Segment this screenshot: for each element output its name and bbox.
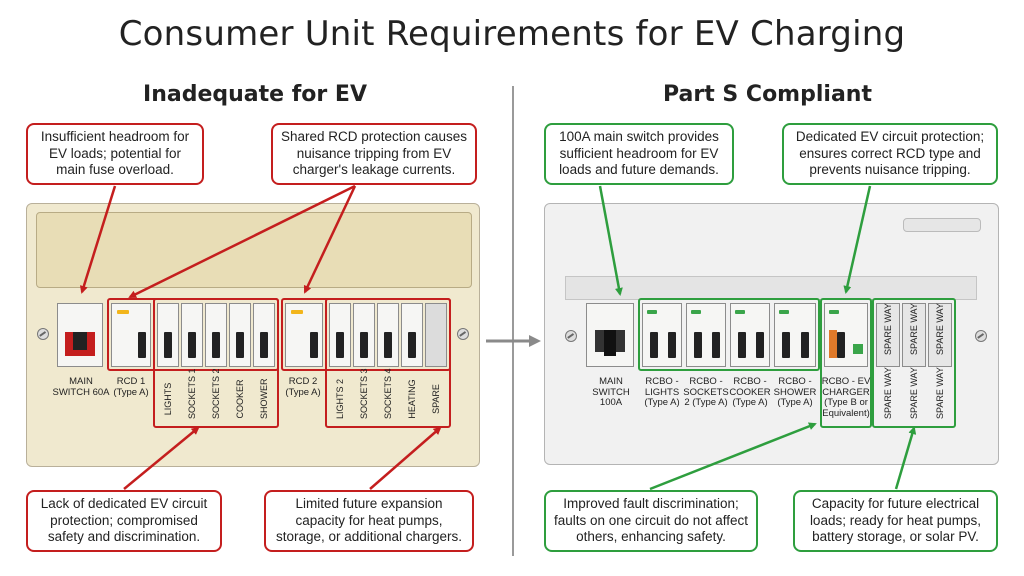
breaker-sockets4 [377,303,399,367]
spare-way-label: SPARE WAY [909,367,919,419]
main-switch-60a [57,303,103,367]
rcbo-lights [642,303,682,367]
circuit-label: SOCKETS 1 [187,368,197,419]
spare-way [876,303,900,367]
circuit-label: SPARE [431,384,441,414]
rcbo-group [638,298,820,371]
left-heading: Inadequate for EV [143,82,367,107]
spare-way [902,303,926,367]
rcd2-module [285,303,323,367]
callout-fault-discrimination: Improved fault discrimination; faults on… [544,490,758,552]
screw-icon [565,330,577,342]
rcbo-cooker [730,303,770,367]
rcbo-ev-label: RCBO - EV CHARGER (Type B or Equivalent) [821,376,871,419]
callout-future-capacity: Capacity for future electrical loads; re… [793,490,998,552]
spare-way-label: SPARE WAY [935,303,945,355]
rcd2-circuits-group [325,298,451,428]
screw-icon [975,330,987,342]
breaker-shower [253,303,275,367]
rcbo-label: RCBO - LIGHTS (Type A) [644,376,680,408]
breaker-sockets2 [205,303,227,367]
main-switch-label: MAIN SWITCH 60A [52,376,110,398]
center-divider [512,86,514,556]
consumer-unit-lid [36,212,472,288]
callout-headroom-insufficient: Insufficient headroom for EV loads; pote… [26,123,204,185]
main-switch-100a [586,303,634,367]
breaker-cooker [229,303,251,367]
rcd1-circuits-group [153,298,279,428]
breaker-heating [401,303,423,367]
breaker-lights2 [329,303,351,367]
circuit-label: SOCKETS 3 [359,368,369,419]
circuit-label: SHOWER [259,378,269,420]
circuit-label: LIGHTS [163,382,173,416]
main-switch-label: MAIN SWITCH 100A [592,376,630,408]
breaker-sockets1 [181,303,203,367]
spare-way-label: SPARE WAY [935,367,945,419]
breaker-spare [425,303,447,367]
rcd2-label: RCD 2 (Type A) [285,376,321,398]
rcbo-shower [774,303,816,367]
circuit-label: HEATING [407,379,417,419]
callout-dedicated-ev-protection: Dedicated EV circuit protection; ensures… [782,123,998,185]
panel-badge [903,218,981,232]
screw-icon [457,328,469,340]
rcd1-module [111,303,151,367]
spare-way-label: SPARE WAY [883,303,893,355]
circuit-label: COOKER [235,379,245,419]
rcd1-label: RCD 1 (Type A) [113,376,149,398]
rcbo-label: RCBO - SOCKETS 2 (Type A) [683,376,729,408]
callout-limited-expansion: Limited future expansion capacity for he… [264,490,474,552]
callout-no-dedicated-ev: Lack of dedicated EV circuit protection;… [26,490,222,552]
breaker-sockets3 [353,303,375,367]
page-title: Consumer Unit Requirements for EV Chargi… [118,14,906,54]
circuit-label: SOCKETS 4 [383,368,393,419]
circuit-label: SOCKETS 2 [211,368,221,419]
rcbo-sockets2 [686,303,726,367]
din-rail [565,276,977,300]
right-heading: Part S Compliant [663,82,872,107]
callout-100a-headroom: 100A main switch provides sufficient hea… [544,123,734,185]
ev-charger-group [820,298,872,428]
breaker-lights [157,303,179,367]
spare-way [928,303,952,367]
spare-way-label: SPARE WAY [909,303,919,355]
screw-icon [37,328,49,340]
spare-way-label: SPARE WAY [883,367,893,419]
callout-shared-rcd: Shared RCD protection causes nuisance tr… [271,123,477,185]
rcbo-ev-charger [824,303,868,367]
rcbo-label: RCBO - COOKER (Type A) [729,376,771,408]
circuit-label: LIGHTS 2 [335,378,345,419]
rcbo-label: RCBO - SHOWER (Type A) [773,376,817,408]
